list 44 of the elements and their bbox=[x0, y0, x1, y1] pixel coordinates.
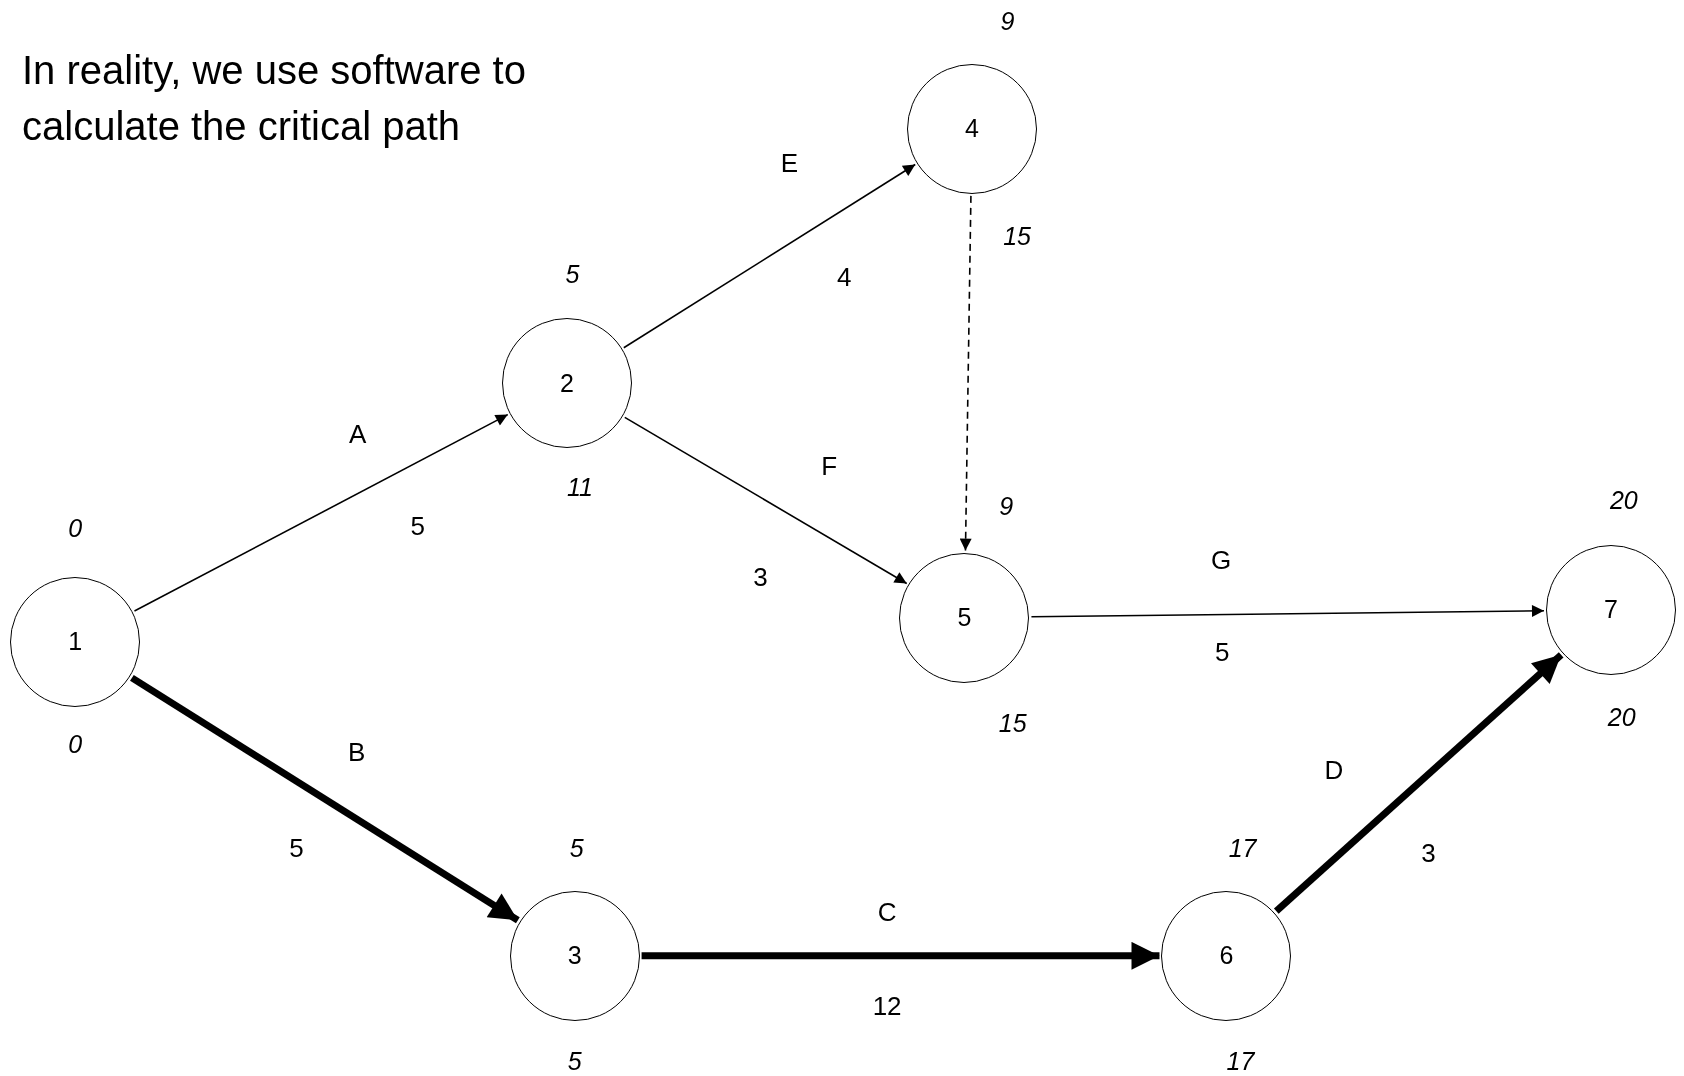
critical-path-arrow bbox=[1273, 652, 1564, 914]
arrow bbox=[1030, 604, 1545, 618]
activity-label: A bbox=[348, 420, 367, 447]
activity-label: E bbox=[780, 150, 799, 177]
duration-label: 5 bbox=[289, 835, 304, 862]
arrow bbox=[623, 163, 917, 349]
duration-label: 4 bbox=[836, 264, 852, 291]
event-time: 0 bbox=[68, 515, 83, 541]
event-time: 20 bbox=[1609, 487, 1638, 513]
event-number: 7 bbox=[1604, 594, 1618, 626]
event-time: 17 bbox=[1228, 835, 1257, 861]
dummy-arrow bbox=[959, 195, 972, 552]
event-number: 3 bbox=[567, 940, 582, 972]
duration-label: 5 bbox=[1214, 638, 1230, 665]
activity-label: C bbox=[877, 898, 897, 925]
event-time: 5 bbox=[565, 261, 580, 287]
event-time: 20 bbox=[1607, 704, 1636, 730]
arrow bbox=[624, 416, 908, 585]
event-number: 6 bbox=[1219, 940, 1234, 972]
duration-label: 5 bbox=[410, 513, 425, 540]
activity-label: D bbox=[1324, 757, 1344, 784]
duration-label: 3 bbox=[1421, 839, 1436, 866]
event-number: 4 bbox=[965, 113, 979, 145]
event-time: 11 bbox=[566, 474, 593, 499]
critical-path-arrow bbox=[130, 674, 520, 924]
activity-label: G bbox=[1211, 546, 1232, 573]
event-time: 9 bbox=[999, 493, 1014, 519]
event-time: 9 bbox=[1000, 8, 1015, 34]
duration-label: 12 bbox=[872, 993, 902, 1020]
event-time: 0 bbox=[68, 731, 83, 757]
event-time: 15 bbox=[1003, 223, 1031, 249]
event-number: 1 bbox=[68, 626, 83, 658]
event-number: 2 bbox=[560, 367, 574, 399]
event-time: 15 bbox=[998, 710, 1027, 736]
event-number: 5 bbox=[957, 601, 972, 633]
event-time: 5 bbox=[567, 1048, 582, 1074]
activity-label: F bbox=[821, 453, 838, 480]
event-time: 17 bbox=[1226, 1048, 1255, 1074]
arrow bbox=[133, 413, 509, 612]
duration-label: 3 bbox=[753, 563, 768, 590]
critical-path-arrow bbox=[641, 941, 1160, 970]
activity-label: B bbox=[347, 738, 366, 765]
event-time: 5 bbox=[569, 835, 584, 861]
note-text: In reality, we use software to calculate the critical path bbox=[22, 47, 527, 150]
